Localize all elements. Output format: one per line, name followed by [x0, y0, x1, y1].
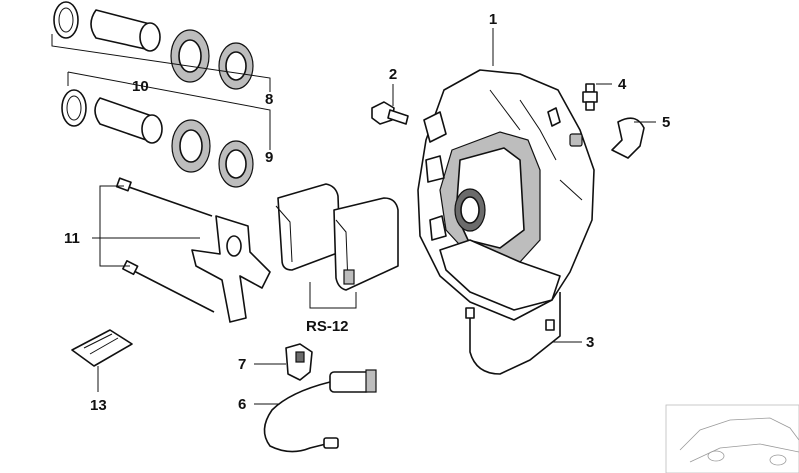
bleeder-valve — [582, 83, 598, 111]
callout-8: 8 — [265, 91, 273, 108]
retaining-clip — [611, 117, 645, 159]
callout-3: 3 — [586, 334, 594, 351]
leader-9 — [67, 71, 271, 150]
callout-4: 4 — [618, 76, 627, 93]
retaining-pin-upper — [125, 185, 213, 217]
callout-2: 2 — [389, 66, 397, 83]
brake-pad-front — [277, 183, 341, 271]
grease-packet — [71, 329, 133, 367]
caliper-bolt — [371, 101, 409, 125]
bracket-11 — [99, 185, 130, 267]
piston-kit-upper — [53, 1, 254, 90]
piston-kit-lower — [61, 89, 254, 188]
callout-rs12: RS-12 — [306, 318, 349, 335]
brake-pad-set — [275, 183, 399, 291]
callout-1: 1 — [489, 11, 497, 28]
anti-rattle-spring — [191, 215, 271, 323]
callout-7: 7 — [238, 356, 246, 373]
pad-retaining-kit — [115, 177, 271, 323]
brake-wear-sensor — [263, 369, 377, 453]
dust-seal-ring-lower — [61, 89, 87, 127]
leader-rs12 — [309, 282, 357, 309]
callout-10: 10 — [132, 78, 149, 95]
retaining-pin-lower — [131, 269, 215, 313]
callout-6: 6 — [238, 396, 246, 413]
car-thumbnail — [665, 404, 799, 473]
callout-5: 5 — [662, 114, 670, 131]
callout-11: 11 — [64, 230, 80, 247]
callout-13: 13 — [90, 397, 107, 414]
brake-pad-rear — [333, 197, 399, 291]
brake-line — [465, 292, 561, 375]
callout-9: 9 — [265, 149, 273, 166]
dust-seal-ring-upper — [53, 1, 79, 39]
brake-caliper — [417, 69, 595, 321]
